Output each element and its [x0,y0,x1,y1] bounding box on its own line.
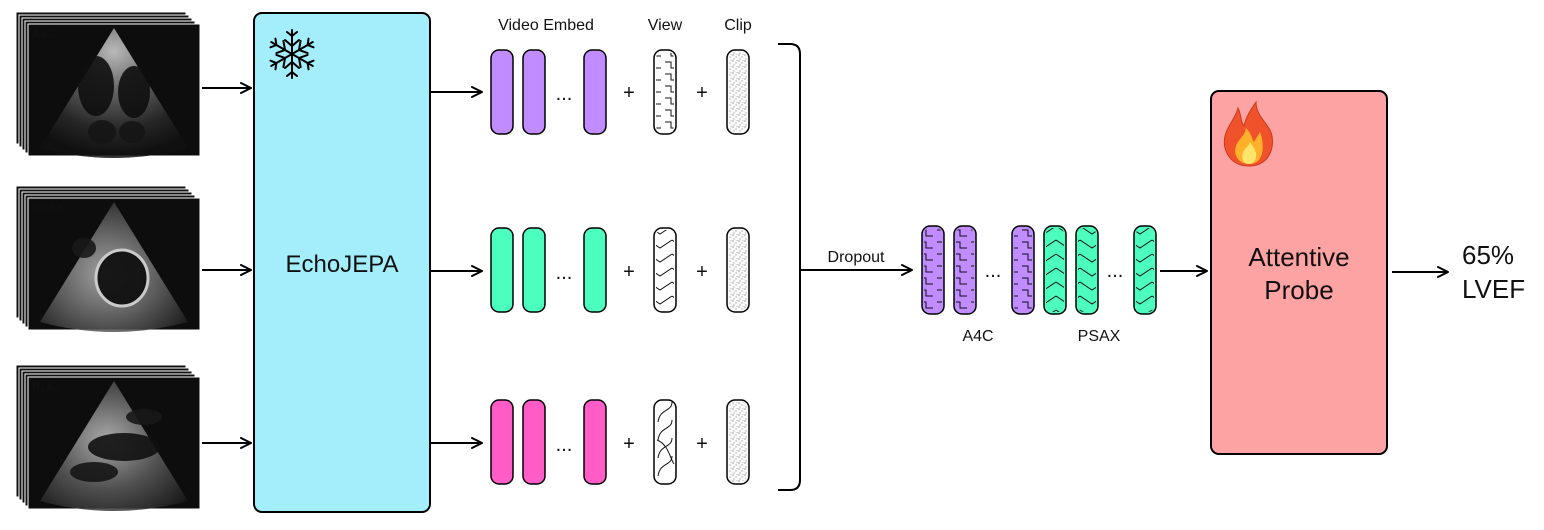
plus-sign: + [696,82,708,104]
ellipsis: ... [556,434,573,456]
clip-token [726,227,750,313]
ultrasound-sector [40,28,188,158]
video-embed-token [490,399,514,485]
combined-group-a4c: A4C [921,225,1035,345]
output-value: 65% [1462,240,1514,270]
plus-sign: + [623,261,635,283]
fire-icon [1223,100,1273,167]
combined-group-label: A4C [962,328,993,345]
view-label: PLAX [32,380,63,394]
combined-token [1133,225,1157,315]
probe-label-line1: Attentive [1248,242,1349,272]
combined-token [921,225,945,315]
video-embed-token [522,227,546,313]
plus-sign: + [696,261,708,283]
view-token [653,399,677,485]
plus-sign: + [696,433,708,455]
grouping-bracket [778,43,801,491]
combined-token [1075,225,1099,315]
token-row-psax: ... + + [490,227,750,313]
token-row-plax: ... + + [490,399,750,485]
view-token [653,227,677,313]
clip-header: Clip [724,17,752,34]
ellipsis: ... [1107,260,1124,282]
view-label: A4C [32,27,56,41]
combined-group-psax: PSAX [1043,225,1157,345]
token-row-a4c: ... + + [490,49,750,135]
video-embed-token [522,49,546,135]
clip-token [726,399,750,485]
combined-token [1043,225,1067,315]
echojepa-encoder: EchoJEPA [253,12,431,513]
video-embed-token [583,227,607,313]
encoder-label: EchoJEPA [286,251,399,278]
video-embed-header: Video Embed [498,17,594,34]
snowflake-icon [269,29,315,79]
view-token [653,49,677,135]
probe-label-line2: Probe [1264,275,1333,305]
video-embed-token [490,49,514,135]
clip-token [726,49,750,135]
dropout-label: Dropout [828,249,885,266]
ellipsis: ... [556,83,573,105]
view-header: View [648,17,683,34]
video-embed-token [522,399,546,485]
plus-sign: + [623,82,635,104]
combined-token [1011,225,1035,315]
view-label: PSAX [32,201,64,215]
plus-sign: + [623,433,635,455]
video-embed-token [583,399,607,485]
probe-box [1210,90,1388,455]
video-embed-token [583,49,607,135]
combined-token [953,225,977,315]
echo-frame-stack-plax: PLAX [15,364,201,511]
echo-frame-stack-a4c: A4C [15,11,201,158]
encoder-box [253,12,431,513]
video-embed-token [490,227,514,313]
ellipsis: ... [985,260,1002,282]
echo-frame-stack-psax: PSAX [15,185,201,332]
ellipsis: ... [556,262,573,284]
combined-group-label: PSAX [1078,328,1121,345]
output-metric: LVEF [1462,274,1525,304]
